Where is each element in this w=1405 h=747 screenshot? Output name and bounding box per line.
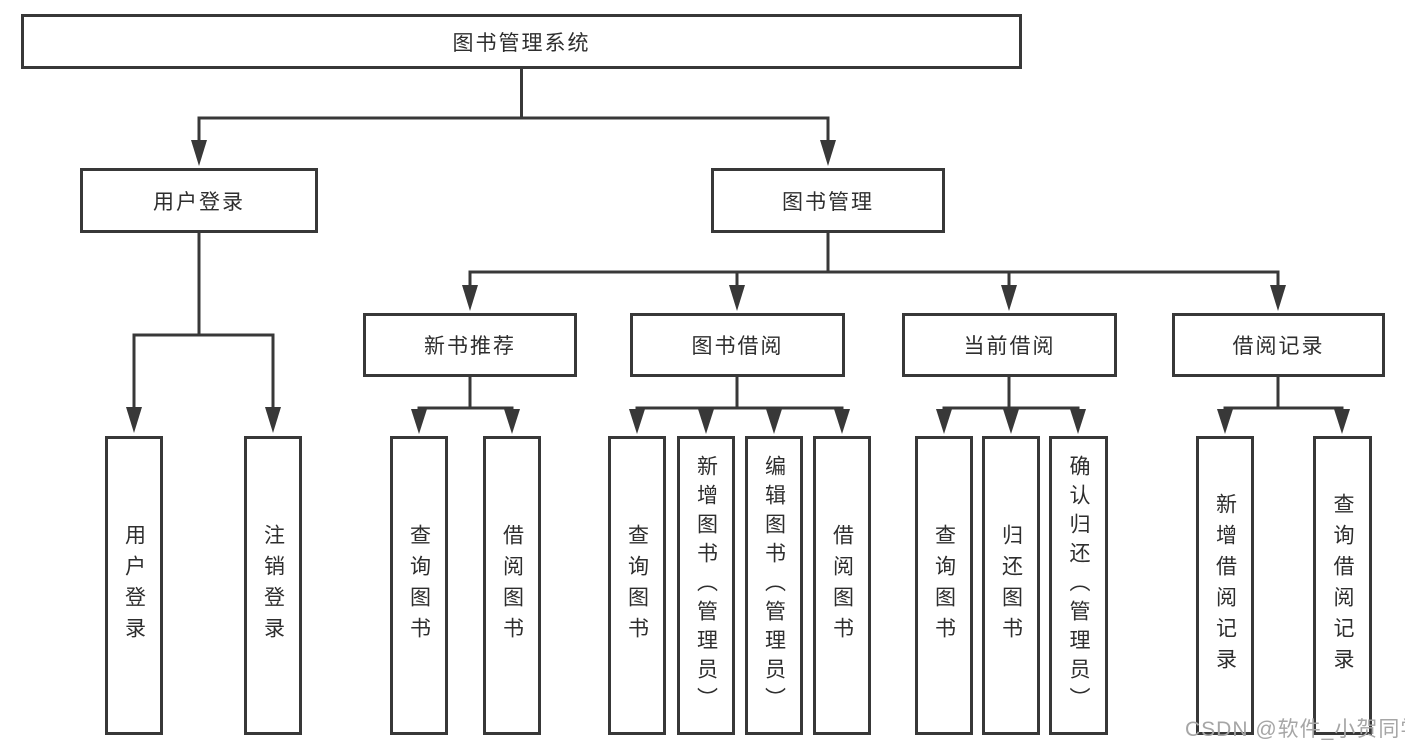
arrowhead — [126, 407, 142, 433]
arrowhead — [1070, 409, 1086, 434]
leaf-return-books: 归还图书 — [982, 436, 1040, 735]
leaf-current-query-books: 查询图书 — [915, 436, 973, 735]
leaf-new-rec-query-books: 查询图书 — [390, 436, 448, 735]
arrowhead — [698, 409, 714, 434]
arrowhead — [1217, 409, 1233, 434]
leaf-new-rec-borrow-books: 借阅图书 — [483, 436, 541, 735]
leaf-confirm-return-admin: 确认归还（管理员） — [1049, 436, 1108, 735]
connector-borrow-records-to-leaves — [1217, 377, 1350, 434]
arrowhead — [504, 409, 520, 434]
arrowhead — [1270, 285, 1286, 311]
node-root: 图书管理系统 — [21, 14, 1022, 69]
arrowhead — [629, 409, 645, 434]
arrowhead — [766, 409, 782, 434]
node-book-borrow: 图书借阅 — [630, 313, 845, 377]
connector-current-borrow-to-leaves — [936, 377, 1086, 434]
arrowhead — [265, 407, 281, 433]
connector-book-borrow-to-leaves — [629, 377, 850, 434]
node-current-borrow: 当前借阅 — [902, 313, 1117, 377]
arrowhead — [1334, 409, 1350, 434]
arrowhead — [191, 140, 207, 166]
arrowhead — [820, 140, 836, 166]
arrowhead — [729, 285, 745, 311]
node-book-mgmt: 图书管理 — [711, 168, 945, 233]
connector-book-mgmt-to-level3 — [462, 233, 1286, 311]
arrowhead — [411, 409, 427, 434]
arrowhead — [1001, 285, 1017, 311]
leaf-logout: 注销登录 — [244, 436, 302, 735]
leaf-edit-books-admin: 编辑图书（管理员） — [745, 436, 803, 735]
connector-root-to-level2 — [191, 69, 836, 166]
connector-new-book-rec-to-leaves — [411, 377, 520, 434]
arrowhead — [834, 409, 850, 434]
node-user-login: 用户登录 — [80, 168, 318, 233]
arrowhead — [1003, 409, 1019, 434]
arrowhead — [462, 285, 478, 311]
leaf-user-login: 用户登录 — [105, 436, 163, 735]
connector-user-login-to-leaves — [126, 233, 281, 433]
node-new-book-rec: 新书推荐 — [363, 313, 577, 377]
arrowhead — [936, 409, 952, 434]
csdn-watermark: CSDN @软件_小贺同学 — [1185, 718, 1405, 741]
leaf-borrow-query-books: 查询图书 — [608, 436, 666, 735]
leaf-add-books-admin: 新增图书（管理员） — [677, 436, 735, 735]
leaf-query-borrow-record: 查询借阅记录 — [1313, 436, 1372, 735]
leaf-add-borrow-record: 新增借阅记录 — [1196, 436, 1254, 735]
node-borrow-records: 借阅记录 — [1172, 313, 1385, 377]
leaf-borrow-books: 借阅图书 — [813, 436, 871, 735]
